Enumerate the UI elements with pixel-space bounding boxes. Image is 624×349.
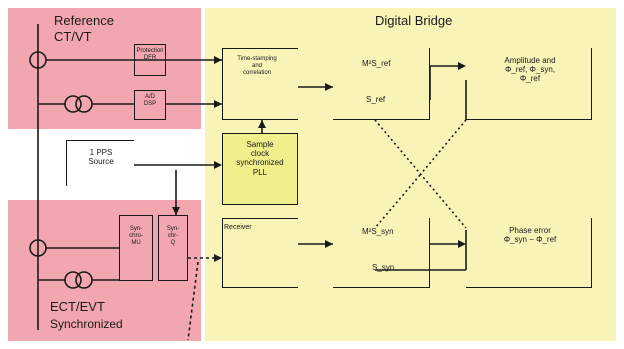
arrow-to-amplitude-icon bbox=[458, 62, 466, 70]
amplitude-block-label: Amplitude and Φ_ref, Φ_syn, Φ_ref bbox=[504, 56, 556, 84]
ref-upper-module-label: Protection DFR bbox=[136, 48, 164, 61]
arrow-pps-down-icon bbox=[172, 207, 180, 215]
sync-left-module bbox=[119, 215, 153, 281]
arrow-to-receiver-icon bbox=[214, 254, 222, 262]
sync-left-module-label: Syn- chro- MU bbox=[129, 226, 143, 246]
reference-title: Reference bbox=[54, 13, 114, 28]
arrow-ref-lower-icon bbox=[214, 100, 222, 108]
upper-mux-input-bottom: S_ref bbox=[366, 95, 386, 104]
receiver-block-label: Receiver bbox=[224, 224, 252, 231]
arrow-to-phase-icon bbox=[458, 240, 466, 248]
synchronized-region bbox=[8, 200, 201, 341]
phase-block bbox=[466, 218, 592, 288]
pps-source-box bbox=[66, 140, 134, 186]
arrow-clock-up-icon bbox=[258, 120, 266, 128]
receiver-block bbox=[222, 218, 298, 288]
ref-lower-module bbox=[134, 90, 166, 120]
lower-mux-input-top: M²S_syn bbox=[362, 227, 394, 236]
pps-source-label: 1 PPS Source bbox=[88, 148, 114, 167]
upper-mux-input-top: M²S_ref bbox=[362, 59, 391, 68]
time-stamp-block bbox=[222, 48, 298, 120]
synchronized-subtitle: Synchronized bbox=[50, 317, 123, 331]
ref-lower-module-label: A/D DSP bbox=[143, 94, 157, 107]
sync-right-module bbox=[158, 215, 188, 281]
lower-mux-input-bottom: S_syn bbox=[372, 263, 395, 272]
sample-clock-block bbox=[222, 133, 298, 205]
reference-subtitle: CT/VT bbox=[54, 29, 92, 44]
reference-vt-right-circle-icon bbox=[75, 95, 93, 113]
time-stamp-block-label: Time-stamping and correlation bbox=[237, 56, 277, 76]
arrow-ref-upper-icon bbox=[214, 56, 222, 64]
sync-vt-right-circle-icon bbox=[75, 271, 93, 289]
arrow-pps-to-clock-icon bbox=[214, 161, 222, 169]
phase-block-label: Phase error Φ_syn − Φ_ref bbox=[503, 226, 557, 245]
sample-clock-block-label: Sample clock synchronized PLL bbox=[236, 140, 284, 177]
synchronized-title: ECT/EVT bbox=[50, 299, 105, 314]
upper-mux-block bbox=[333, 48, 430, 120]
sync-right-module-label: Syn- chr- Q bbox=[166, 226, 180, 246]
arrow-to-lower-mux-icon bbox=[325, 240, 333, 248]
digital-bridge-title: Digital Bridge bbox=[375, 13, 453, 28]
ref-upper-module bbox=[134, 44, 166, 76]
arrow-to-upper-mux-icon bbox=[325, 83, 333, 91]
lower-mux-block bbox=[333, 218, 430, 288]
amplitude-block bbox=[466, 48, 592, 120]
